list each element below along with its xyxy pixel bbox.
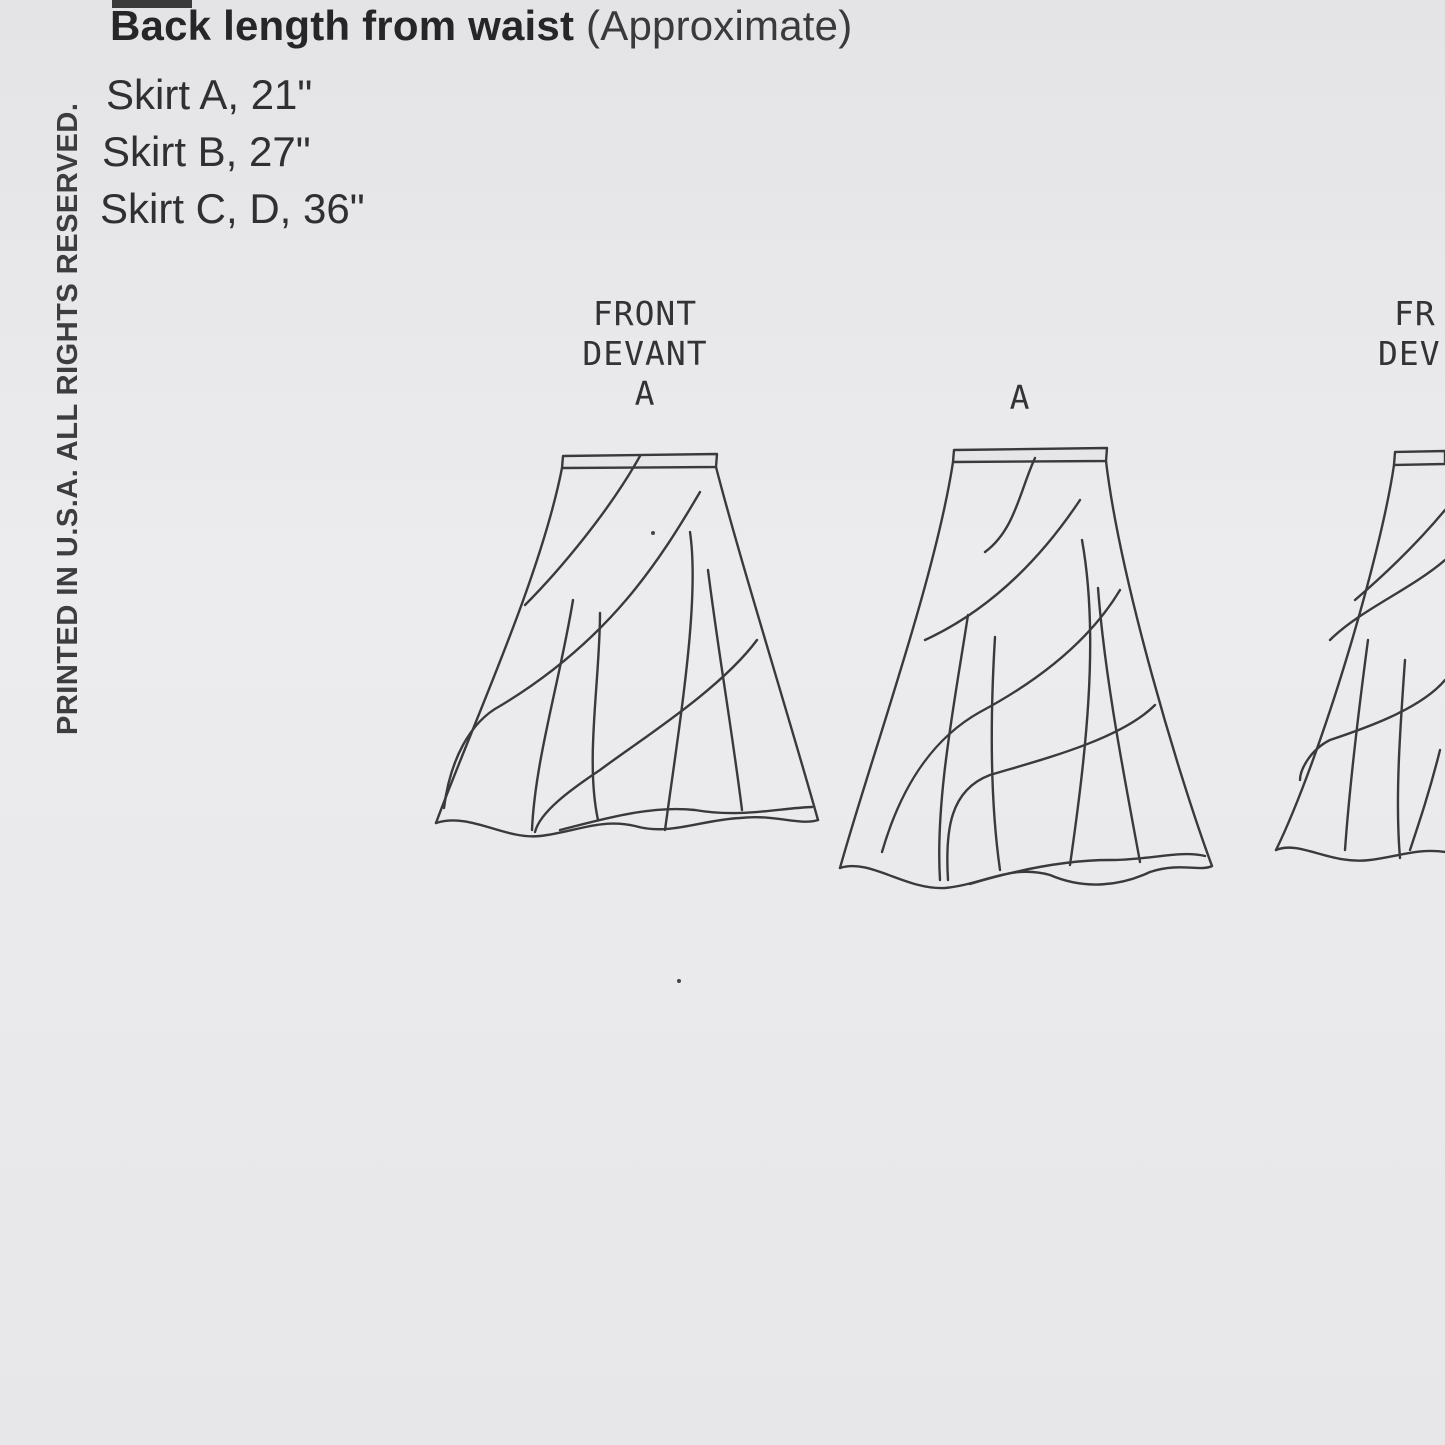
view-label-front-cut: FR DEV <box>1378 292 1445 376</box>
label-devant: DEVANT <box>582 334 708 373</box>
heading-approximate: (Approximate) <box>586 2 853 49</box>
skirt-front-view <box>434 452 820 838</box>
header-bar <box>112 0 192 8</box>
paper-speck <box>651 531 655 535</box>
label-front-partial: FR <box>1394 294 1436 333</box>
section-heading: Back length from waist (Approximate) <box>110 2 852 50</box>
back-length-list: Skirt A, 21" Skirt B, 27" Skirt C, D, 36… <box>100 66 365 237</box>
length-item-a: Skirt A, 21" <box>106 71 313 118</box>
label-devant-partial: DEV <box>1378 334 1441 373</box>
skirt-front-view-partial <box>1274 449 1445 862</box>
view-label-front-a: FRONT DEVANT A <box>545 292 745 416</box>
skirt-back-view <box>838 446 1214 890</box>
length-item-b: Skirt B, 27" <box>102 128 311 175</box>
label-view-letter: A <box>1009 378 1031 417</box>
paper-speck <box>677 979 681 983</box>
heading-bold: Back length from waist <box>110 2 575 49</box>
label-front: FRONT <box>592 294 698 333</box>
label-view-letter: A <box>634 374 656 413</box>
length-item-cd: Skirt C, D, 36" <box>100 185 365 232</box>
view-label-back-a: A <box>980 378 1060 418</box>
